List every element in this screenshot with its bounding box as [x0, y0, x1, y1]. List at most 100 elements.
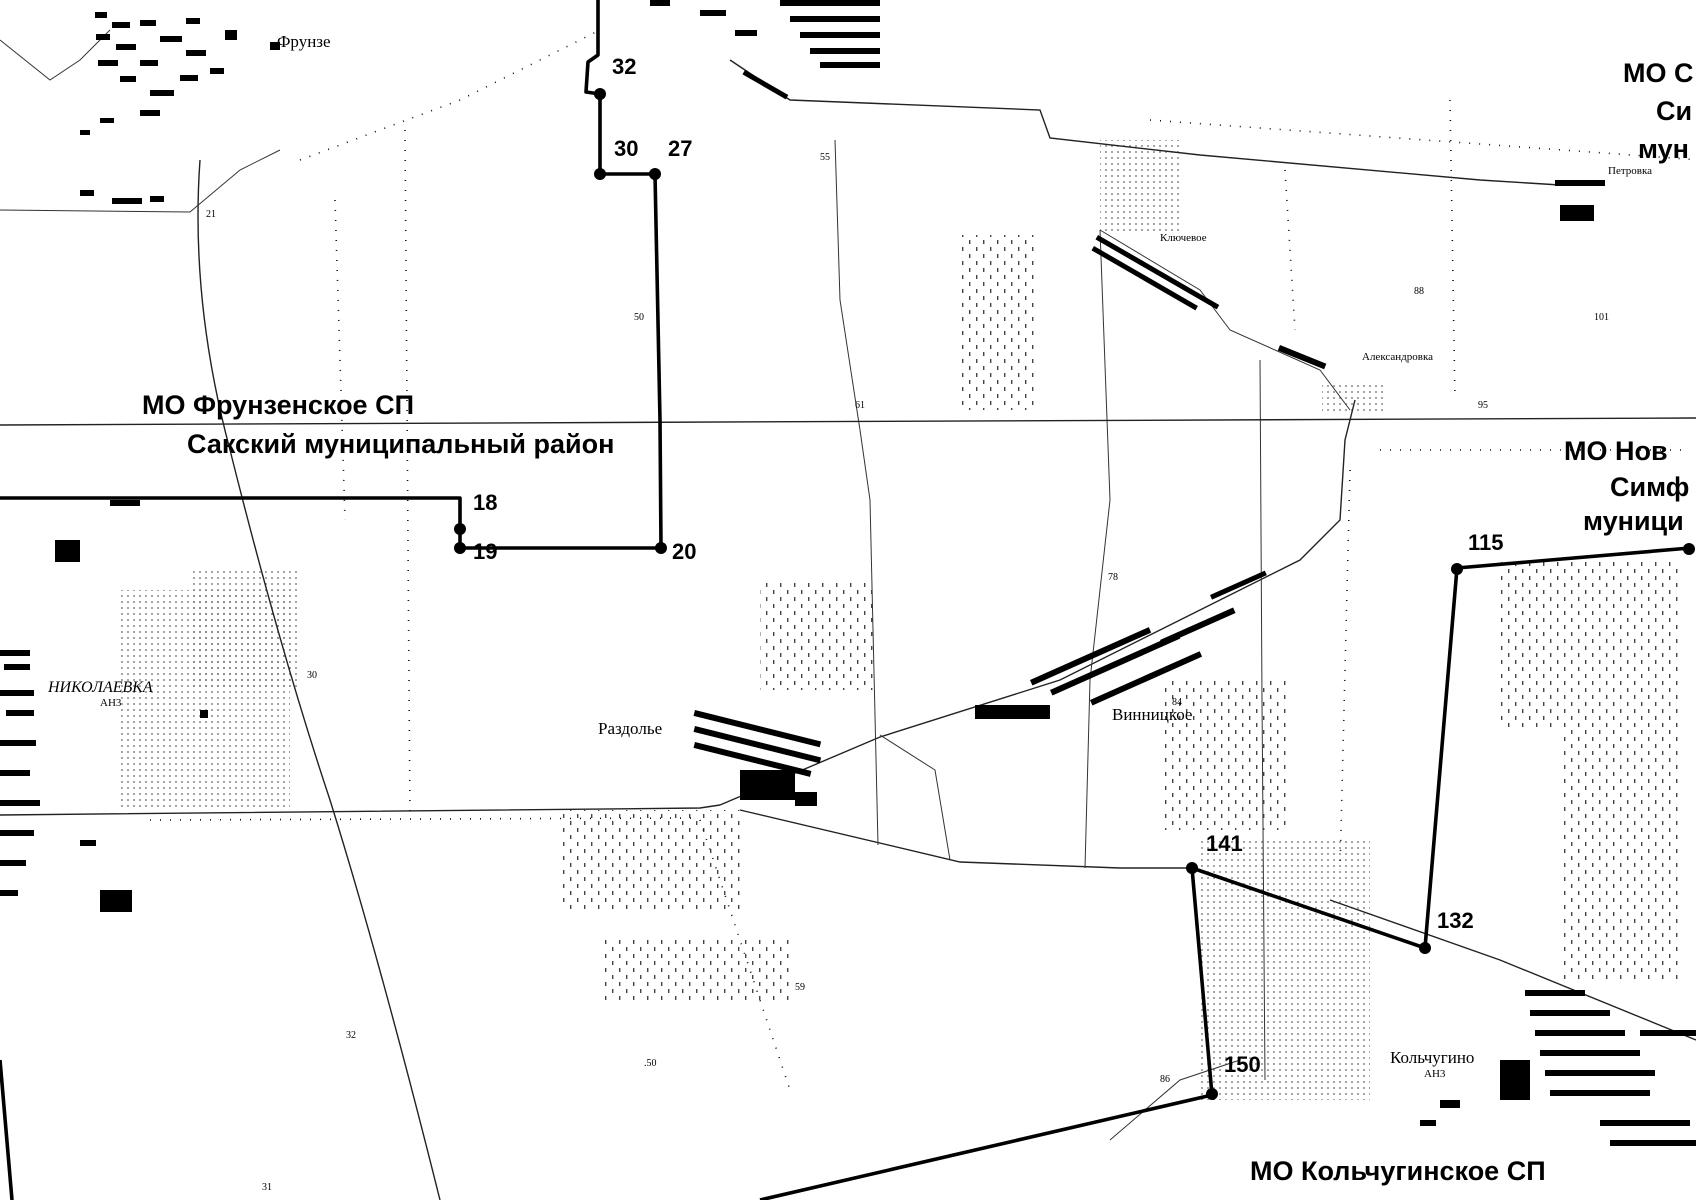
road: [1084, 229, 1111, 869]
vertex-label-30: 30: [614, 136, 638, 161]
boundary-line-kolchugino-west: [759, 867, 1214, 1200]
orchard-area: [960, 235, 1035, 410]
settlement-sublabel-kolchugino: АН3: [1424, 1068, 1446, 1080]
road: [197, 159, 441, 1200]
tree-belt: [404, 129, 411, 821]
settlement-label-nikolaevka: НИКОЛАЕВКА: [47, 679, 153, 696]
roads: [0, 29, 1696, 1200]
vertex-label-115: 115: [1468, 530, 1504, 555]
settlement-petrovka: [1555, 180, 1605, 221]
height-mark: 61: [855, 400, 865, 411]
settlement-label-vinnitskoe: Винницкое: [1112, 705, 1192, 724]
height-mark: 86: [1160, 1074, 1170, 1085]
vertex-east: [1683, 543, 1695, 555]
mo-kolchuginskoe-label: МО Кольчугинское СП: [1250, 1156, 1546, 1186]
road: [739, 809, 1195, 869]
orchard-area: [1160, 680, 1290, 830]
mo-frunzenskoe-district-label: Сакский муниципальный район: [187, 429, 614, 459]
field-area: [190, 570, 300, 690]
height-mark: .50: [644, 1058, 657, 1069]
boundary-vertices: [454, 88, 1695, 1100]
settlement-label-aleksandrovka: Александровка: [1362, 351, 1433, 363]
vertex-labels: 32 30 27 18 19 20 115 141 132 150: [473, 54, 1504, 1077]
orchard-area: [1560, 730, 1680, 980]
road: [0, 29, 111, 81]
vertex-label-27: 27: [668, 136, 692, 161]
vertex-30: [594, 168, 606, 180]
boundary-line-frunzenskoe: [0, 0, 663, 550]
road: [0, 149, 281, 213]
tree-belt: [1339, 469, 1351, 871]
tree-belt: [1449, 99, 1456, 401]
mo-novo-line3: муници: [1583, 506, 1684, 536]
settlement-nikolaevka: [0, 500, 208, 912]
vertex-label-20: 20: [672, 539, 696, 564]
road: [1259, 359, 1266, 1081]
height-mark: 31: [262, 1182, 272, 1193]
height-mark: 55: [820, 152, 830, 163]
orchard-area: [605, 940, 790, 1000]
fields: [120, 140, 1680, 1100]
mo-novo-label: МО Нов: [1564, 436, 1668, 466]
height-mark: 84: [1172, 697, 1182, 708]
mo-ne-line3: мун: [1638, 134, 1689, 164]
mo-ne-line2: Си: [1656, 96, 1692, 126]
road: [729, 59, 1561, 186]
settlement-klyuchevoe: [1091, 235, 1327, 370]
height-mark: 101: [1594, 312, 1609, 323]
vertex-label-19: 19: [473, 539, 497, 564]
settlement-sublabel-nikolaevka: АН3: [100, 697, 122, 709]
mo-ne-label: МО С: [1623, 58, 1694, 88]
vertex-132: [1419, 942, 1431, 954]
boundary-line-left-edge: [0, 1059, 14, 1200]
vertex-141: [1186, 862, 1198, 874]
mo-novo-line2: Симф: [1610, 472, 1689, 502]
tree-belt: [1149, 119, 1696, 161]
height-marks: 21 55 50 61 30 78 84 88 101 95 59 .50 32…: [206, 152, 1609, 1193]
vertex-27: [649, 168, 661, 180]
vertex-label-150: 150: [1224, 1052, 1261, 1077]
orchard-area: [560, 810, 740, 910]
vertex-150: [1206, 1088, 1218, 1100]
vertex-label-32: 32: [612, 54, 636, 79]
road: [834, 139, 879, 846]
settlement-top-center: [650, 0, 880, 100]
height-mark: 21: [206, 209, 216, 220]
height-mark: 32: [346, 1030, 356, 1041]
height-mark: 30: [307, 670, 317, 681]
field-area: [1100, 140, 1180, 235]
vertex-115: [1451, 563, 1463, 575]
road: [0, 417, 1696, 426]
settlement-label-klyuchevoe: Ключевое: [1160, 232, 1207, 244]
vertex-20: [655, 542, 667, 554]
boundary-line-kolchugino-north: [1191, 546, 1691, 950]
vertex-19: [454, 542, 466, 554]
vertex-32: [594, 88, 606, 100]
settlement-vinnitskoe: [975, 570, 1267, 719]
settlement-label-razdolie: Раздолье: [598, 719, 662, 738]
settlement-frunze: [80, 12, 280, 204]
height-mark: 78: [1108, 572, 1118, 583]
settlement-label-petrovka: Петровка: [1608, 165, 1652, 177]
settlement-labels: Фрунзе НИКОЛАЕВКА АН3 Раздолье Винницкое…: [47, 32, 1652, 1080]
settlement-kolchugino: [1420, 990, 1696, 1146]
road: [719, 399, 1356, 806]
settlement-razdolie: [693, 709, 822, 806]
tree-belt: [334, 199, 346, 521]
settlement-label-kolchugino: Кольчугино: [1390, 1048, 1474, 1067]
orchard-area: [760, 580, 875, 690]
vertex-18: [454, 523, 466, 535]
field-area: [1200, 840, 1370, 1100]
road: [1099, 229, 1351, 411]
road: [879, 734, 951, 861]
orchard-area: [1500, 560, 1680, 730]
height-mark: 95: [1478, 400, 1488, 411]
tree-belt: [299, 29, 601, 161]
tree-belts: [149, 29, 1696, 1091]
tree-belt: [1284, 169, 1296, 331]
vertex-label-18: 18: [473, 490, 497, 515]
mo-frunzenskoe-label: МО Фрунзенское СП: [142, 390, 414, 420]
vertex-label-141: 141: [1206, 831, 1243, 856]
height-mark: 88: [1414, 286, 1424, 297]
